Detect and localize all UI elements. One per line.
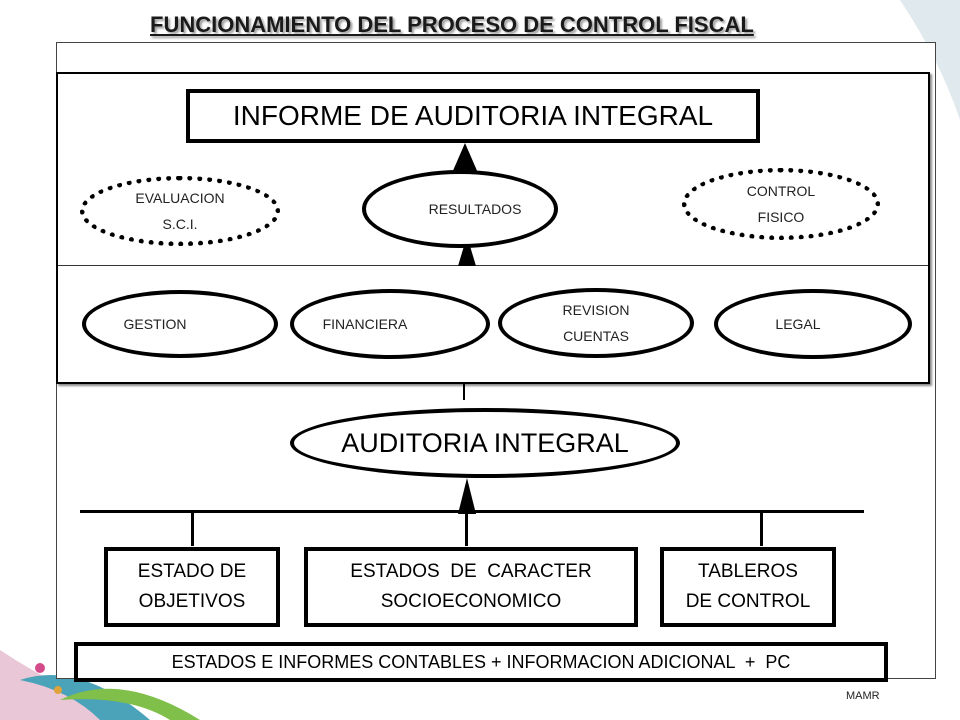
revision-label-line2: CUENTAS <box>563 328 629 344</box>
caracter-label-line1: ESTADOS DE CARACTER <box>350 561 592 582</box>
tableros-control-box: TABLEROS DE CONTROL <box>660 547 836 627</box>
estado-objetivos-box: ESTADO DE OBJETIVOS <box>104 547 280 627</box>
objetivos-label-line2: OBJETIVOS <box>138 591 246 612</box>
tableros-label-line2: DE CONTROL <box>685 591 811 612</box>
evaluacion-label-line2: S.C.I. <box>162 216 198 232</box>
estados-caracter-box: ESTADOS DE CARACTER SOCIOECONOMICO <box>304 547 638 627</box>
auditoria-integral-ellipse: AUDITORIA INTEGRAL <box>290 408 680 478</box>
control-label-line1: CONTROL <box>746 183 816 199</box>
revision-label-line1: REVISION <box>562 302 630 318</box>
gestion-ellipse: GESTION <box>82 290 278 358</box>
estados-informes-box: ESTADOS E INFORMES CONTABLES + INFORMACI… <box>74 642 888 682</box>
control-label-line2: FISICO <box>757 209 805 225</box>
informe-label: INFORME DE AUDITORIA INTEGRAL <box>232 100 714 131</box>
input-bracket-drop <box>465 510 468 546</box>
section-divider <box>58 265 928 266</box>
arrow-up-icon <box>452 143 478 173</box>
estados-label: ESTADOS E INFORMES CONTABLES + INFORMACI… <box>171 652 791 672</box>
legal-label: LEGAL <box>775 316 821 332</box>
informe-box: INFORME DE AUDITORIA INTEGRAL <box>186 89 760 143</box>
financiera-label: FINANCIERA <box>322 316 408 332</box>
revision-cuentas-ellipse: REVISION CUENTAS <box>498 288 694 358</box>
tableros-label-line1: TABLEROS <box>698 561 798 582</box>
input-bracket-drop <box>760 510 763 546</box>
objetivos-label-line1: ESTADO DE <box>137 561 247 582</box>
arrow-up-icon <box>458 236 476 266</box>
input-bracket-line <box>80 510 864 513</box>
evaluacion-label-line1: EVALUACION <box>135 190 225 206</box>
input-bracket-drop <box>191 510 194 546</box>
resultados-label: RESULTADOS <box>428 201 522 217</box>
footer-initials: MAMR <box>846 690 880 702</box>
caracter-label-line2: SOCIOECONOMICO <box>380 591 562 612</box>
resultados-ellipse: RESULTADOS <box>362 170 558 248</box>
gestion-label: GESTION <box>123 316 187 332</box>
legal-ellipse: LEGAL <box>714 289 912 359</box>
evaluacion-sci-ellipse: EVALUACION S.C.I. <box>80 176 280 246</box>
connector-line <box>463 384 465 400</box>
financiera-ellipse: FINANCIERA <box>290 289 490 359</box>
auditoria-label: AUDITORIA INTEGRAL <box>341 427 629 458</box>
page-title: FUNCIONAMIENTO DEL PROCESO DE CONTROL FI… <box>150 12 754 37</box>
arrow-up-icon <box>458 478 476 514</box>
control-fisico-ellipse: CONTROL FISICO <box>682 168 880 240</box>
